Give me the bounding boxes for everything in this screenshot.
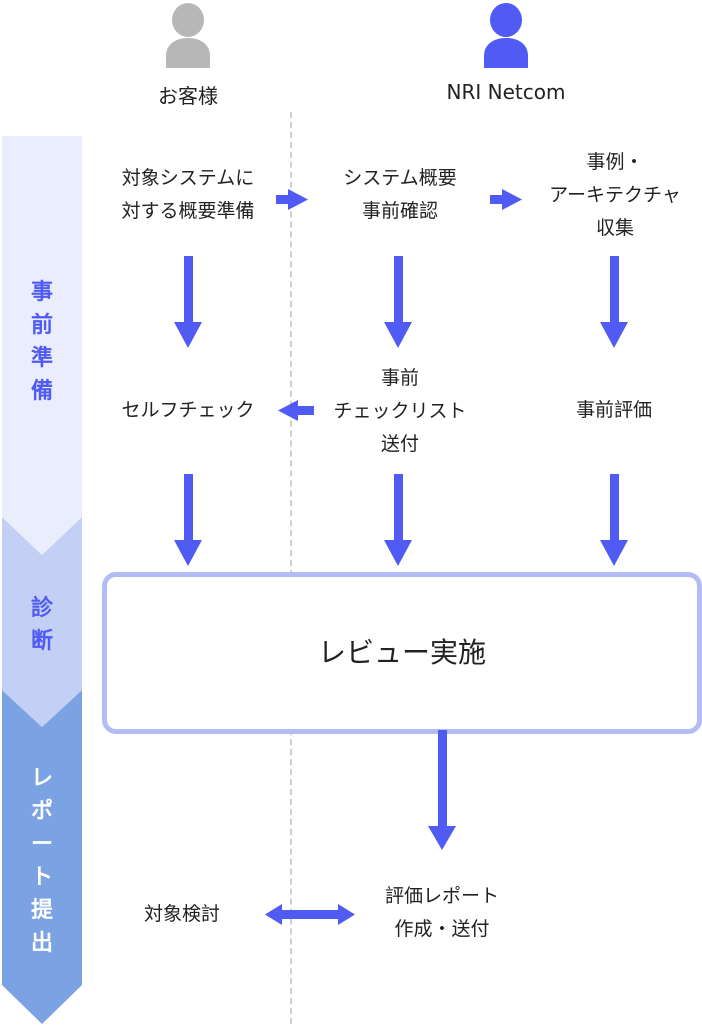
arrow-down-icon: [428, 730, 456, 850]
phase-prep-band: [2, 136, 82, 555]
node-line: 送付: [380, 433, 419, 455]
node-checklist-send: 事前 チェックリスト 送付: [310, 362, 490, 461]
actor-nri-label: NRI Netcom: [446, 80, 566, 104]
lane-divider: [290, 112, 292, 1024]
arrow-bidirectional-icon: [265, 904, 355, 925]
phase-char: ト: [30, 865, 53, 890]
arrow-down-icon: [600, 256, 628, 348]
phase-char: ポ: [30, 799, 53, 824]
phase-char: 事: [30, 280, 53, 305]
node-line: 事前確認: [361, 200, 438, 222]
arrow-right-icon: [490, 189, 522, 210]
phase-char: 断: [30, 629, 53, 654]
phase-char: 診: [30, 596, 53, 621]
node-line: 収集: [595, 217, 634, 239]
phase-char: 出: [30, 931, 53, 956]
arrow-down-icon: [174, 474, 202, 566]
phase-char: ー: [30, 832, 53, 857]
phase-label-prep: 事 前 準 備: [2, 276, 82, 408]
arrow-left-icon: [278, 400, 314, 421]
node-case-collect: 事例・ アーキテクチャ 収集: [520, 146, 702, 245]
node-line: 対象システムに: [121, 167, 255, 189]
node-line: 評価レポート: [384, 885, 499, 907]
arrow-down-icon: [384, 256, 412, 348]
node-line: 作成・送付: [394, 918, 490, 940]
node-line: システム概要: [343, 167, 457, 189]
phase-label-diagnosis: 診 断: [2, 592, 82, 658]
node-line: 事前: [380, 367, 419, 389]
node-target-review: 対象検討: [92, 898, 272, 931]
arrow-down-icon: [384, 474, 412, 566]
node-line: 事例・: [586, 151, 644, 173]
phase-diagnosis-band: [2, 517, 82, 727]
node-pre-eval: 事前評価: [524, 394, 702, 427]
arrow-right-icon: [276, 189, 308, 210]
phase-char: 前: [30, 313, 53, 338]
node-self-check: セルフチェック: [98, 394, 278, 427]
customer-person-icon: [166, 3, 210, 68]
phase-char: 備: [30, 379, 53, 404]
node-line: チェックリスト: [333, 400, 467, 422]
node-report-send: 評価レポート 作成・送付: [352, 880, 532, 946]
phase-char: レ: [30, 766, 53, 791]
node-line: 対する概要準備: [121, 200, 255, 222]
nri-person-icon: [484, 3, 528, 68]
node-line: 対象検討: [143, 903, 220, 925]
node-line: アーキテクチャ: [549, 184, 681, 206]
phase-label-report: レ ポ ー ト 提 出: [2, 762, 82, 960]
node-line: セルフチェック: [121, 399, 255, 421]
phase-char: 提: [30, 898, 53, 923]
arrow-down-icon: [174, 256, 202, 348]
node-system-check: システム概要 事前確認: [310, 162, 490, 228]
review-box: レビュー実施: [102, 572, 702, 734]
arrow-down-icon: [600, 474, 628, 566]
phase-char: 準: [30, 346, 53, 371]
node-overview-prep: 対象システムに 対する概要準備: [98, 162, 278, 228]
actor-customer-label: お客様: [158, 84, 218, 108]
review-label: レビュー実施: [317, 636, 486, 669]
node-line: 事前評価: [575, 399, 652, 421]
phase-report-band: [2, 690, 82, 1024]
